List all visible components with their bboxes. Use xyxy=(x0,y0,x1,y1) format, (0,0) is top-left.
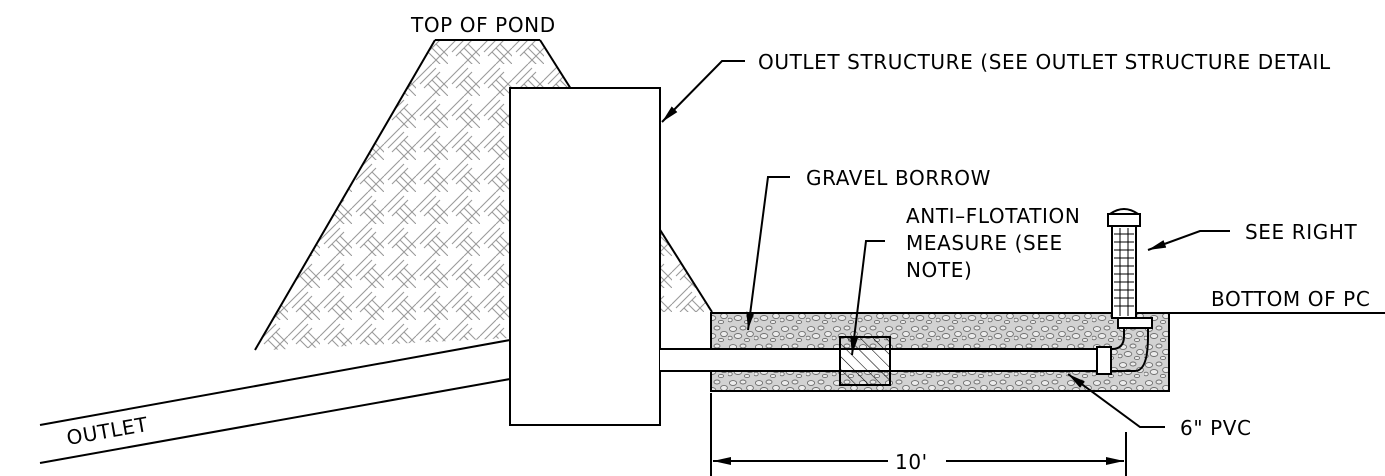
label-top-of-pond: TOP OF POND xyxy=(410,13,556,37)
label-anti-flotation-line-2: MEASURE (SEE xyxy=(906,231,1063,255)
gravel-borrow-bed xyxy=(660,312,1170,392)
label-pvc: 6" PVC xyxy=(1180,416,1252,440)
label-gravel-borrow: GRAVEL BORROW xyxy=(806,166,991,190)
perforated-standpipe xyxy=(1107,208,1141,319)
anti-flotation-block xyxy=(839,336,891,386)
leaders xyxy=(661,60,1230,428)
label-see-right: SEE RIGHT xyxy=(1245,220,1357,244)
label-outlet-structure: OUTLET STRUCTURE (SEE OUTLET STRUCTURE D… xyxy=(758,50,1331,74)
label-anti-flotation-line-1: ANTI–FLOTATION xyxy=(906,204,1080,228)
outlet-pipe xyxy=(39,339,511,464)
label-dimension: 10' xyxy=(895,450,928,474)
label-anti-flotation-line-3: NOTE) xyxy=(906,258,972,282)
outlet-structure-box xyxy=(509,87,661,426)
label-bottom-of-pond: BOTTOM OF PC xyxy=(1211,287,1370,311)
dimension-10ft xyxy=(710,393,1127,476)
